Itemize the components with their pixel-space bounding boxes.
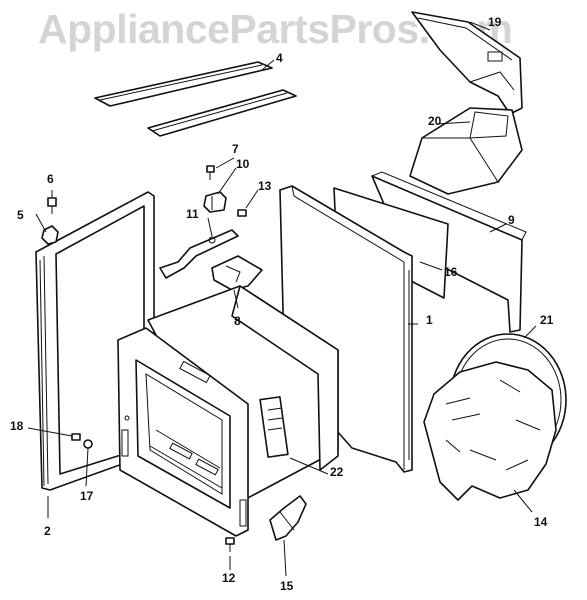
oven-front-frame bbox=[117, 327, 249, 537]
callout-4: 4 bbox=[276, 51, 283, 65]
callout-8: 8 bbox=[234, 314, 241, 328]
callout-9: 9 bbox=[508, 213, 515, 227]
callout-11: 11 bbox=[186, 207, 199, 221]
callout-1: 1 bbox=[426, 313, 433, 327]
callout-19: 19 bbox=[488, 15, 502, 29]
callout-22: 22 bbox=[330, 465, 344, 479]
part-clip bbox=[41, 225, 59, 245]
callout-12: 12 bbox=[222, 571, 236, 585]
part-door-hinge bbox=[269, 495, 307, 541]
part-screw-12 bbox=[225, 537, 235, 552]
callout-14: 14 bbox=[534, 515, 548, 529]
callout-6: 6 bbox=[47, 172, 54, 186]
callout-17: 17 bbox=[80, 489, 94, 503]
leader-lines bbox=[27, 21, 537, 577]
callout-15: 15 bbox=[280, 579, 294, 593]
part-duct-adapter bbox=[409, 107, 523, 195]
callout-2: 2 bbox=[44, 524, 51, 538]
part-front-frame bbox=[35, 191, 155, 491]
part-screw-18 bbox=[71, 433, 81, 441]
callout-20: 20 bbox=[428, 114, 442, 128]
part-switch bbox=[203, 191, 227, 213]
part-top-duct bbox=[411, 11, 523, 115]
part-latch-plate bbox=[211, 255, 263, 291]
callout-5: 5 bbox=[17, 208, 24, 222]
callout-21: 21 bbox=[540, 313, 554, 327]
part-screw-7 bbox=[206, 165, 215, 180]
callout-16: 16 bbox=[444, 265, 458, 279]
part-washer bbox=[83, 439, 93, 449]
part-bracket bbox=[159, 229, 239, 279]
part-screw-6 bbox=[47, 197, 57, 214]
part-screw-13 bbox=[237, 209, 247, 217]
callout-10: 10 bbox=[236, 157, 250, 171]
part-insulation-blanket bbox=[423, 361, 557, 501]
callout-13: 13 bbox=[258, 179, 272, 193]
part-top-trim-strips bbox=[94, 61, 297, 137]
callout-7: 7 bbox=[232, 142, 239, 156]
callout-18: 18 bbox=[10, 419, 24, 433]
